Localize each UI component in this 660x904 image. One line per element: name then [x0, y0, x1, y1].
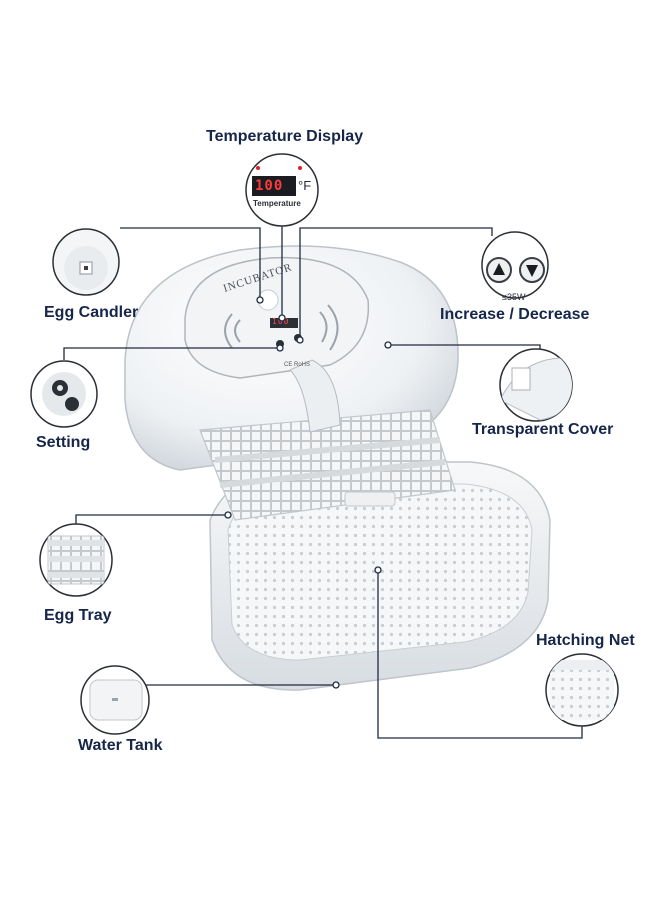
leader-setting [63, 347, 280, 360]
leader-tray [75, 514, 228, 525]
label-egg-tray: Egg Tray [44, 607, 112, 624]
temperature-display-reading: 100 [255, 178, 284, 194]
device-panel-reading: 100 [272, 317, 290, 326]
label-increase-decrease: Increase / Decrease [440, 306, 590, 323]
egg-tray [199, 409, 456, 521]
leader-net [377, 570, 583, 739]
transparent-cover-callout [499, 348, 573, 422]
leader-increase [299, 227, 493, 236]
incubator-base [209, 461, 551, 691]
increase-decrease-callout [481, 231, 549, 299]
leader-candler [120, 227, 261, 300]
temperature-display-caption: Temperature [253, 199, 301, 208]
device-cert: CE RoHS [284, 362, 311, 368]
egg-tray-callout [39, 523, 113, 597]
power-rating: ≤35W [502, 292, 526, 302]
label-setting: Setting [36, 434, 91, 451]
label-temperature-display: Temperature Display [206, 128, 364, 145]
temperature-display-callout [245, 153, 319, 227]
label-hatching-net: Hatching Net [536, 632, 635, 649]
egg-candler-callout [52, 228, 120, 296]
temperature-display-unit: °F [298, 178, 312, 193]
label-egg-candler: Egg Candler [44, 304, 139, 321]
label-transparent-cover: Transparent Cover [472, 421, 614, 438]
water-tank-callout [80, 665, 150, 735]
label-water-tank: Water Tank [78, 737, 163, 754]
hatching-net-callout [545, 653, 619, 727]
setting-callout [30, 360, 98, 428]
